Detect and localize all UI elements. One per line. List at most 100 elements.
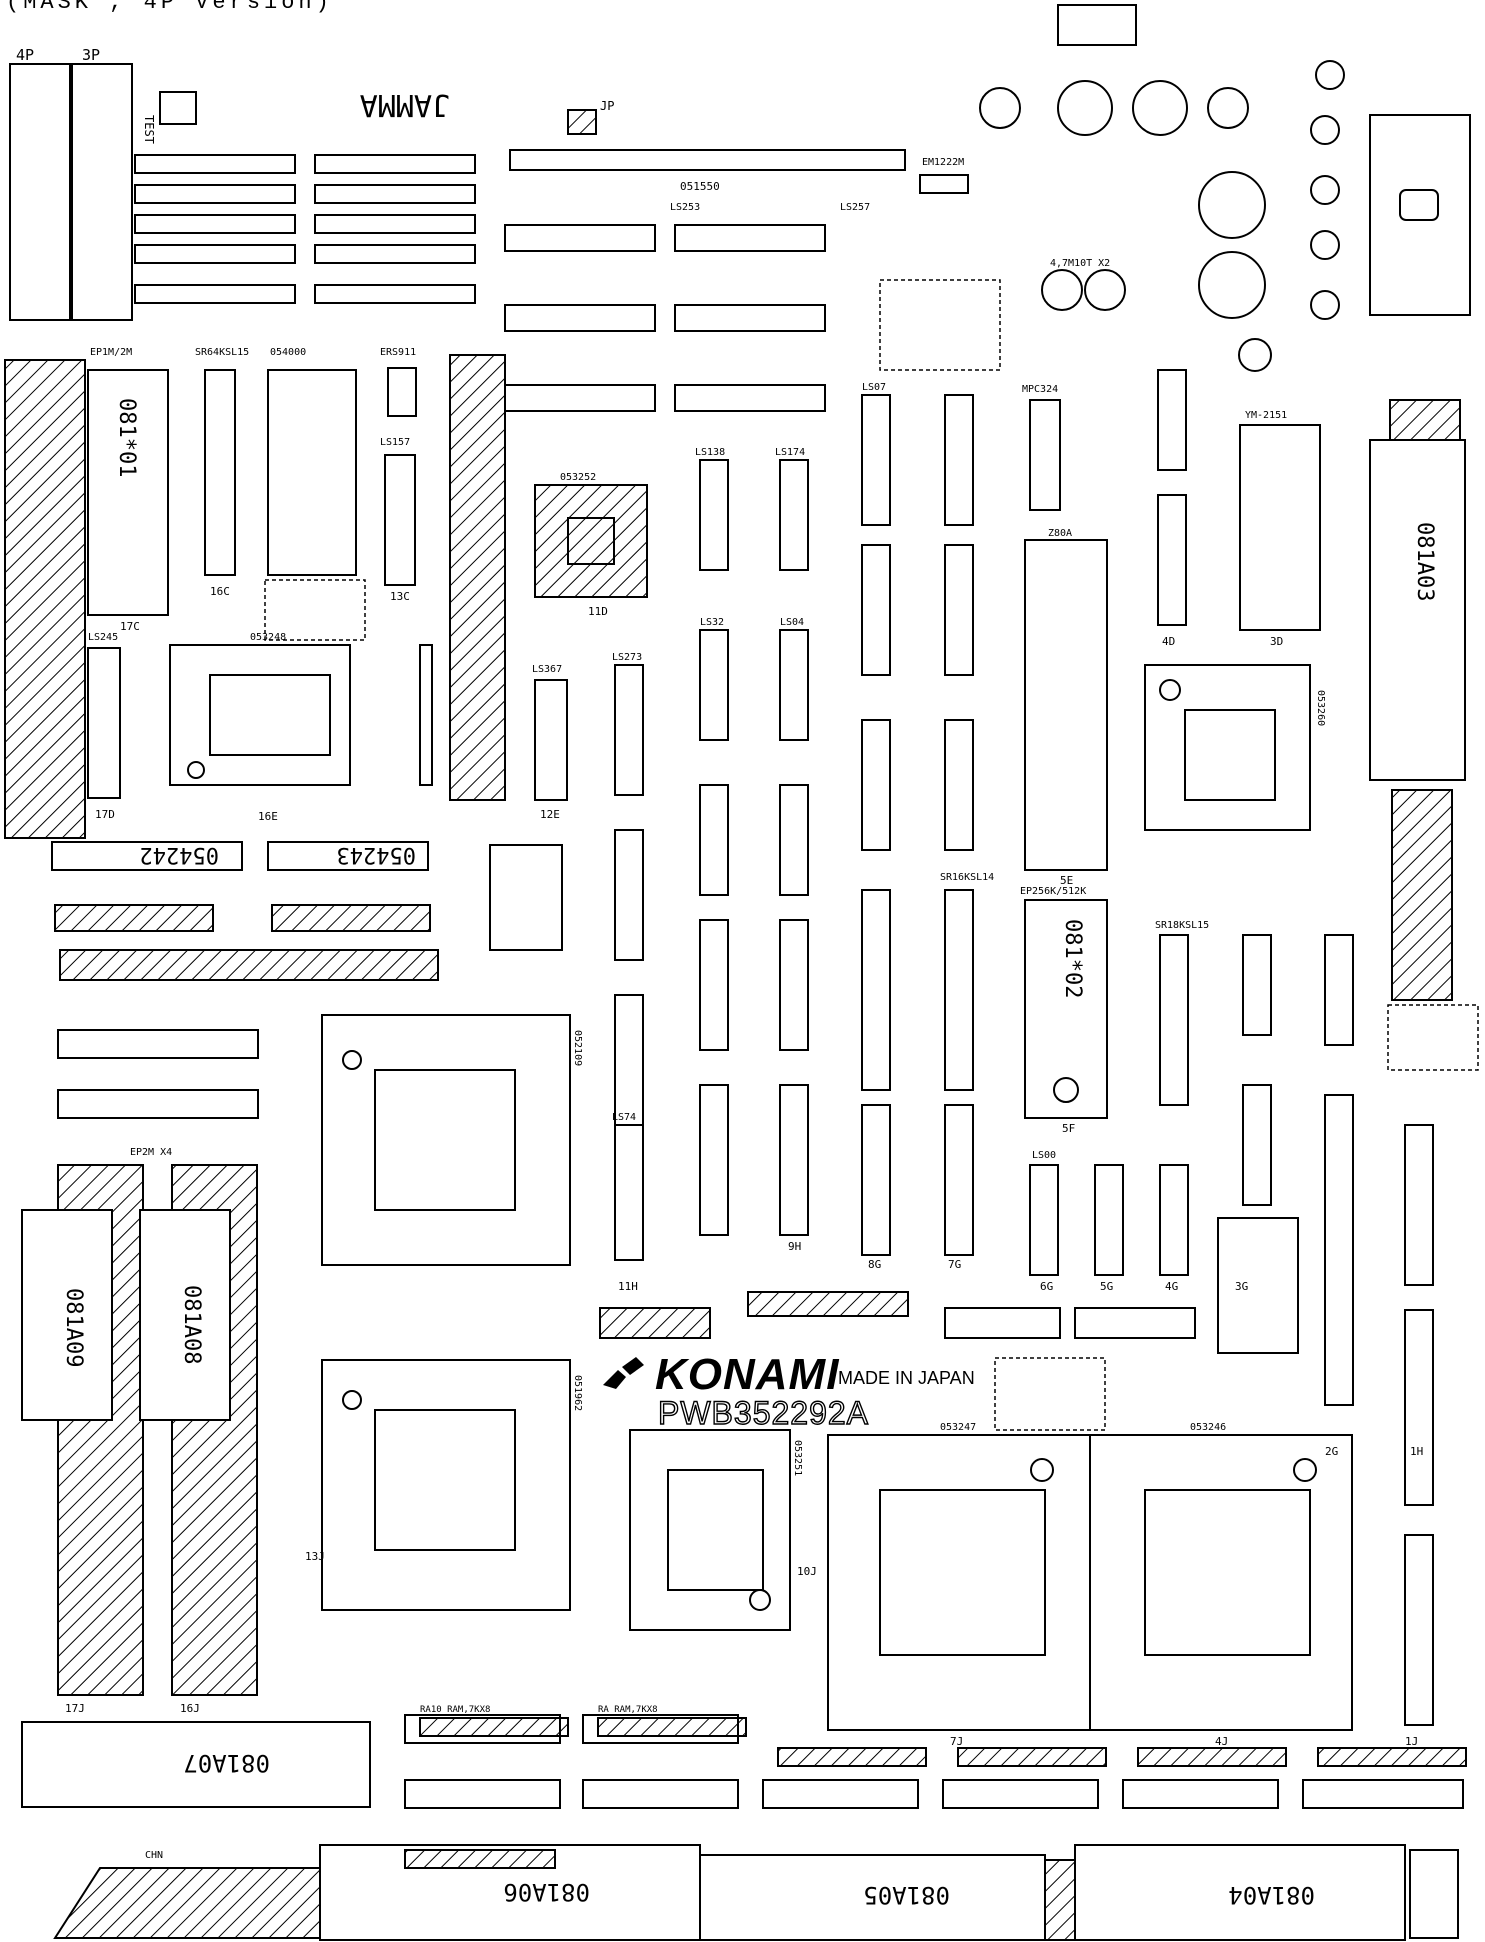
rom-081a07: 081A07 <box>21 1721 371 1808</box>
ls174-label: LS174 <box>775 447 805 458</box>
jamma-edge <box>509 149 906 171</box>
loc-1j: 1J <box>1405 1735 1418 1748</box>
ls32-label: LS32 <box>700 617 724 628</box>
hatched-strip-bottom <box>59 949 439 981</box>
chn-label: CHN <box>145 1850 163 1861</box>
dip-column-ls253 <box>504 224 826 412</box>
svg-text:13J: 13J <box>305 1550 325 1563</box>
jamma-part: 051550 <box>680 180 720 193</box>
rom-081-01: 081*01 EP1M/2M 17C <box>87 347 169 633</box>
svg-text:3G: 3G <box>1235 1280 1248 1293</box>
hatched-ls245-b <box>271 904 431 932</box>
made-in-label: MADE IN JAPAN <box>838 1368 975 1388</box>
sr18-label: SR18KSL15 <box>1155 920 1209 931</box>
svg-text:053252: 053252 <box>560 472 596 483</box>
custom-054243: 054243 <box>267 841 429 871</box>
svg-text:051962: 051962 <box>572 1375 583 1411</box>
svg-text:11D: 11D <box>588 605 608 618</box>
chip-4h <box>1074 1307 1196 1339</box>
capacitor-cluster <box>979 60 1345 372</box>
hatched-10h <box>599 1307 711 1339</box>
svg-text:7G: 7G <box>948 1258 961 1271</box>
svg-text:053248: 053248 <box>250 632 286 643</box>
xtal-label: 4,7M10T X2 <box>1050 258 1110 269</box>
ls74-label: LS74 <box>612 1112 636 1123</box>
svg-text:17C: 17C <box>120 620 140 633</box>
jp-label: JP <box>600 99 614 113</box>
svg-text:053247: 053247 <box>940 1422 976 1433</box>
svg-text:10J: 10J <box>797 1565 817 1578</box>
chip-12f <box>489 844 563 951</box>
dip-column-center <box>614 459 809 1261</box>
svg-text:081A05: 081A05 <box>863 1881 950 1909</box>
rom-081a09: 081A09 EP2M X4 17J <box>21 1147 172 1715</box>
svg-text:YM-2151: YM-2151 <box>1245 410 1287 421</box>
svg-text:5F: 5F <box>1062 1122 1075 1135</box>
svg-text:7J: 7J <box>950 1735 963 1748</box>
pwb-number: PWB352292A <box>657 1394 870 1431</box>
svg-text:054243: 054243 <box>337 842 416 867</box>
rom-081a05: 081A05 <box>699 1854 1046 1941</box>
sr16-label: SR16KSL14 <box>940 872 994 883</box>
svg-text:SR64KSL15: SR64KSL15 <box>195 347 249 358</box>
custom-053252: 053252 11D <box>534 472 648 618</box>
svg-text:16E: 16E <box>258 810 278 823</box>
rom-081-01-type: EP1M/2M <box>90 347 132 358</box>
hatched-8h <box>747 1291 909 1317</box>
svg-text:081A09: 081A09 <box>61 1288 86 1367</box>
ls257-label: LS257 <box>840 202 870 213</box>
jumper-block-3 <box>1387 1004 1479 1071</box>
svg-text:081A03: 081A03 <box>1412 522 1437 601</box>
svg-text:054000: 054000 <box>270 347 306 358</box>
svg-text:8G: 8G <box>868 1258 881 1271</box>
jamma-connector: JAMMA JP 051550 <box>360 87 906 193</box>
custom-053248: 053248 16E <box>169 632 351 823</box>
custom-053251: 053251 10J <box>629 1429 817 1631</box>
svg-text:053260: 053260 <box>1315 690 1326 726</box>
svg-text:5E: 5E <box>1060 874 1073 887</box>
rom-081a03: 081A03 <box>1369 399 1466 781</box>
svg-text:054242: 054242 <box>140 842 219 867</box>
regulator <box>1057 4 1137 46</box>
svg-text:9H: 9H <box>788 1240 801 1253</box>
svg-text:1H: 1H <box>1410 1445 1423 1458</box>
ram-row-bank <box>134 154 476 304</box>
chip-3h <box>1217 1217 1299 1354</box>
rom-081-01-label: 081*01 <box>114 398 139 477</box>
ls00-label: LS00 <box>1032 1150 1056 1161</box>
svg-text:17D: 17D <box>95 808 115 821</box>
document-note: (MASK , 4P Version) <box>6 0 333 15</box>
svg-text:RA10 RAM,7KX8: RA10 RAM,7KX8 <box>420 1705 490 1715</box>
ls04-label: LS04 <box>780 617 804 628</box>
hatched-strip-right <box>1391 789 1453 1001</box>
svg-text:16C: 16C <box>210 585 230 598</box>
custom-054242: 054242 <box>51 841 243 871</box>
eeprom <box>919 174 969 194</box>
sram-15d <box>57 1089 259 1119</box>
svg-text:4J: 4J <box>1215 1735 1228 1748</box>
chip-ym2151: YM-2151 3D <box>1239 410 1321 648</box>
svg-text:053246: 053246 <box>1190 1422 1226 1433</box>
svg-text:LS367: LS367 <box>532 664 562 675</box>
konami-brand: KONAMI <box>655 1350 840 1399</box>
svg-text:EP2M X4: EP2M X4 <box>130 1147 172 1158</box>
hatched-strip-mid <box>449 354 506 801</box>
svg-text:4G: 4G <box>1165 1280 1178 1293</box>
svg-text:2G: 2G <box>1325 1445 1338 1458</box>
connector-cn <box>1369 114 1471 316</box>
svg-text:3D: 3D <box>1270 635 1283 648</box>
eeprom-label: EM1222M <box>922 157 964 168</box>
svg-text:052109: 052109 <box>572 1030 583 1066</box>
svg-text:12E: 12E <box>540 808 560 821</box>
custom-053246: 053246 4J <box>1089 1422 1353 1748</box>
connector-3p-label: 3P <box>82 46 100 64</box>
ram-ra-row: RA10 RAM,7KX8 RA RAM,7KX8 <box>419 1705 1467 1767</box>
svg-text:11H: 11H <box>618 1280 638 1293</box>
svg-text:ERS911: ERS911 <box>380 347 416 358</box>
chip-ers911: ERS911 LS157 13C <box>380 347 417 603</box>
chip-17d-ls245: LS245 17D <box>87 632 121 821</box>
hatched-chn <box>53 1867 321 1939</box>
dip-row-bottom <box>404 1714 1464 1809</box>
svg-text:Z80A: Z80A <box>1048 528 1072 539</box>
